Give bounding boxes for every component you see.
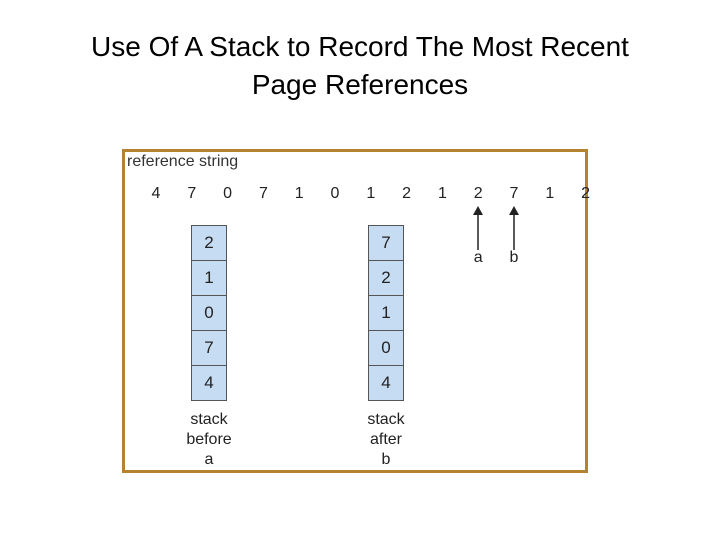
caption-line: a [204, 451, 214, 468]
arrow-up-icon [509, 206, 519, 250]
marker-label: a [473, 249, 483, 266]
stack-cell: 4 [191, 366, 227, 401]
stack-cell: 2 [368, 261, 404, 296]
title-line-2: Page References [251, 69, 469, 100]
stack-cell: 0 [191, 296, 227, 331]
stack-cell: 1 [191, 261, 227, 296]
reference-item: 1 [545, 185, 555, 202]
reference-string-label: reference string [127, 153, 239, 170]
caption-line: before [186, 431, 232, 448]
stack-after-caption: stack after b [346, 410, 426, 470]
reference-item: 4 [151, 185, 161, 202]
reference-item: 7 [509, 185, 519, 202]
stack-before-caption: stack before a [169, 410, 249, 470]
reference-item: 0 [330, 185, 340, 202]
arrow-head [473, 206, 484, 215]
marker-label: b [509, 249, 519, 266]
title-line-1: Use Of A Stack to Record The Most Recent [91, 31, 629, 62]
arrow-head [509, 206, 519, 215]
reference-item: 2 [473, 185, 483, 202]
reference-item: 7 [187, 185, 197, 202]
reference-item: 1 [294, 185, 304, 202]
reference-item: 1 [437, 185, 447, 202]
caption-line: after [369, 431, 402, 448]
page-title: Use Of A Stack to Record The Most Recent… [0, 28, 720, 104]
stack-cell: 4 [368, 366, 404, 401]
reference-item: 0 [223, 185, 233, 202]
reference-item: 2 [581, 185, 591, 202]
stack-cell: 1 [368, 296, 404, 331]
stack-cell: 2 [191, 226, 227, 261]
stack-cell: 0 [368, 331, 404, 366]
caption-line: b [381, 451, 391, 468]
stack-cell: 7 [191, 331, 227, 366]
reference-item: 2 [402, 185, 412, 202]
caption-line: stack [367, 411, 405, 428]
caption-line: stack [190, 411, 228, 428]
reference-item: 1 [366, 185, 376, 202]
reference-item: 7 [258, 185, 268, 202]
stack-cell: 7 [368, 226, 404, 261]
arrow-up-icon [473, 206, 484, 250]
